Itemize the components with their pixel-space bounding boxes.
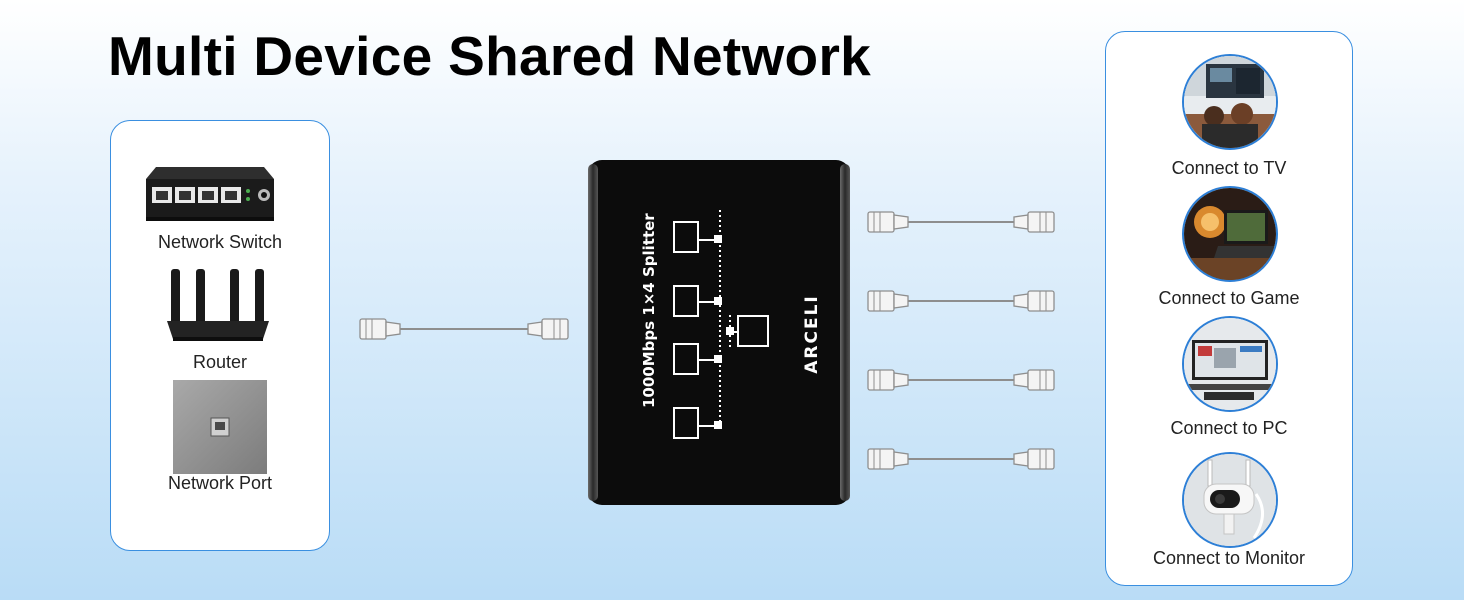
network-splitter-device: 1000Mbps 1×4 Splitter ARCELI <box>588 160 850 505</box>
output-ethernet-cable-1 <box>866 207 1056 237</box>
network-switch-label: Network Switch <box>157 232 283 252</box>
network-port-label: Network Port <box>167 473 273 493</box>
wall-network-port-icon <box>173 380 267 474</box>
input-ethernet-cable <box>358 314 570 344</box>
security-camera-photo-icon <box>1182 452 1278 548</box>
target-devices-panel: Connect to TV Connect to Game Connect to… <box>1105 31 1353 586</box>
connect-game-label: Connect to Game <box>1158 288 1300 308</box>
network-switch-icon <box>144 165 276 223</box>
output-ethernet-cable-3 <box>866 365 1056 395</box>
connect-monitor-label: Connect to Monitor <box>1152 548 1306 568</box>
splitter-model-text: 1000Mbps 1×4 Splitter <box>640 213 658 408</box>
connect-tv-label: Connect to TV <box>1171 158 1287 178</box>
connect-pc-label: Connect to PC <box>1170 418 1288 438</box>
splitter-brand-logo: ARCELI <box>802 294 822 374</box>
source-devices-panel: Network Switch Router Network Port <box>110 120 330 551</box>
gaming-laptop-photo-icon <box>1182 186 1278 282</box>
router-icon <box>163 267 273 343</box>
pc-monitor-photo-icon <box>1182 316 1278 412</box>
tv-photo-icon <box>1182 54 1278 150</box>
router-label: Router <box>192 352 248 372</box>
page-title: Multi Device Shared Network <box>108 25 872 87</box>
output-ethernet-cable-4 <box>866 444 1056 474</box>
output-ethernet-cable-2 <box>866 286 1056 316</box>
